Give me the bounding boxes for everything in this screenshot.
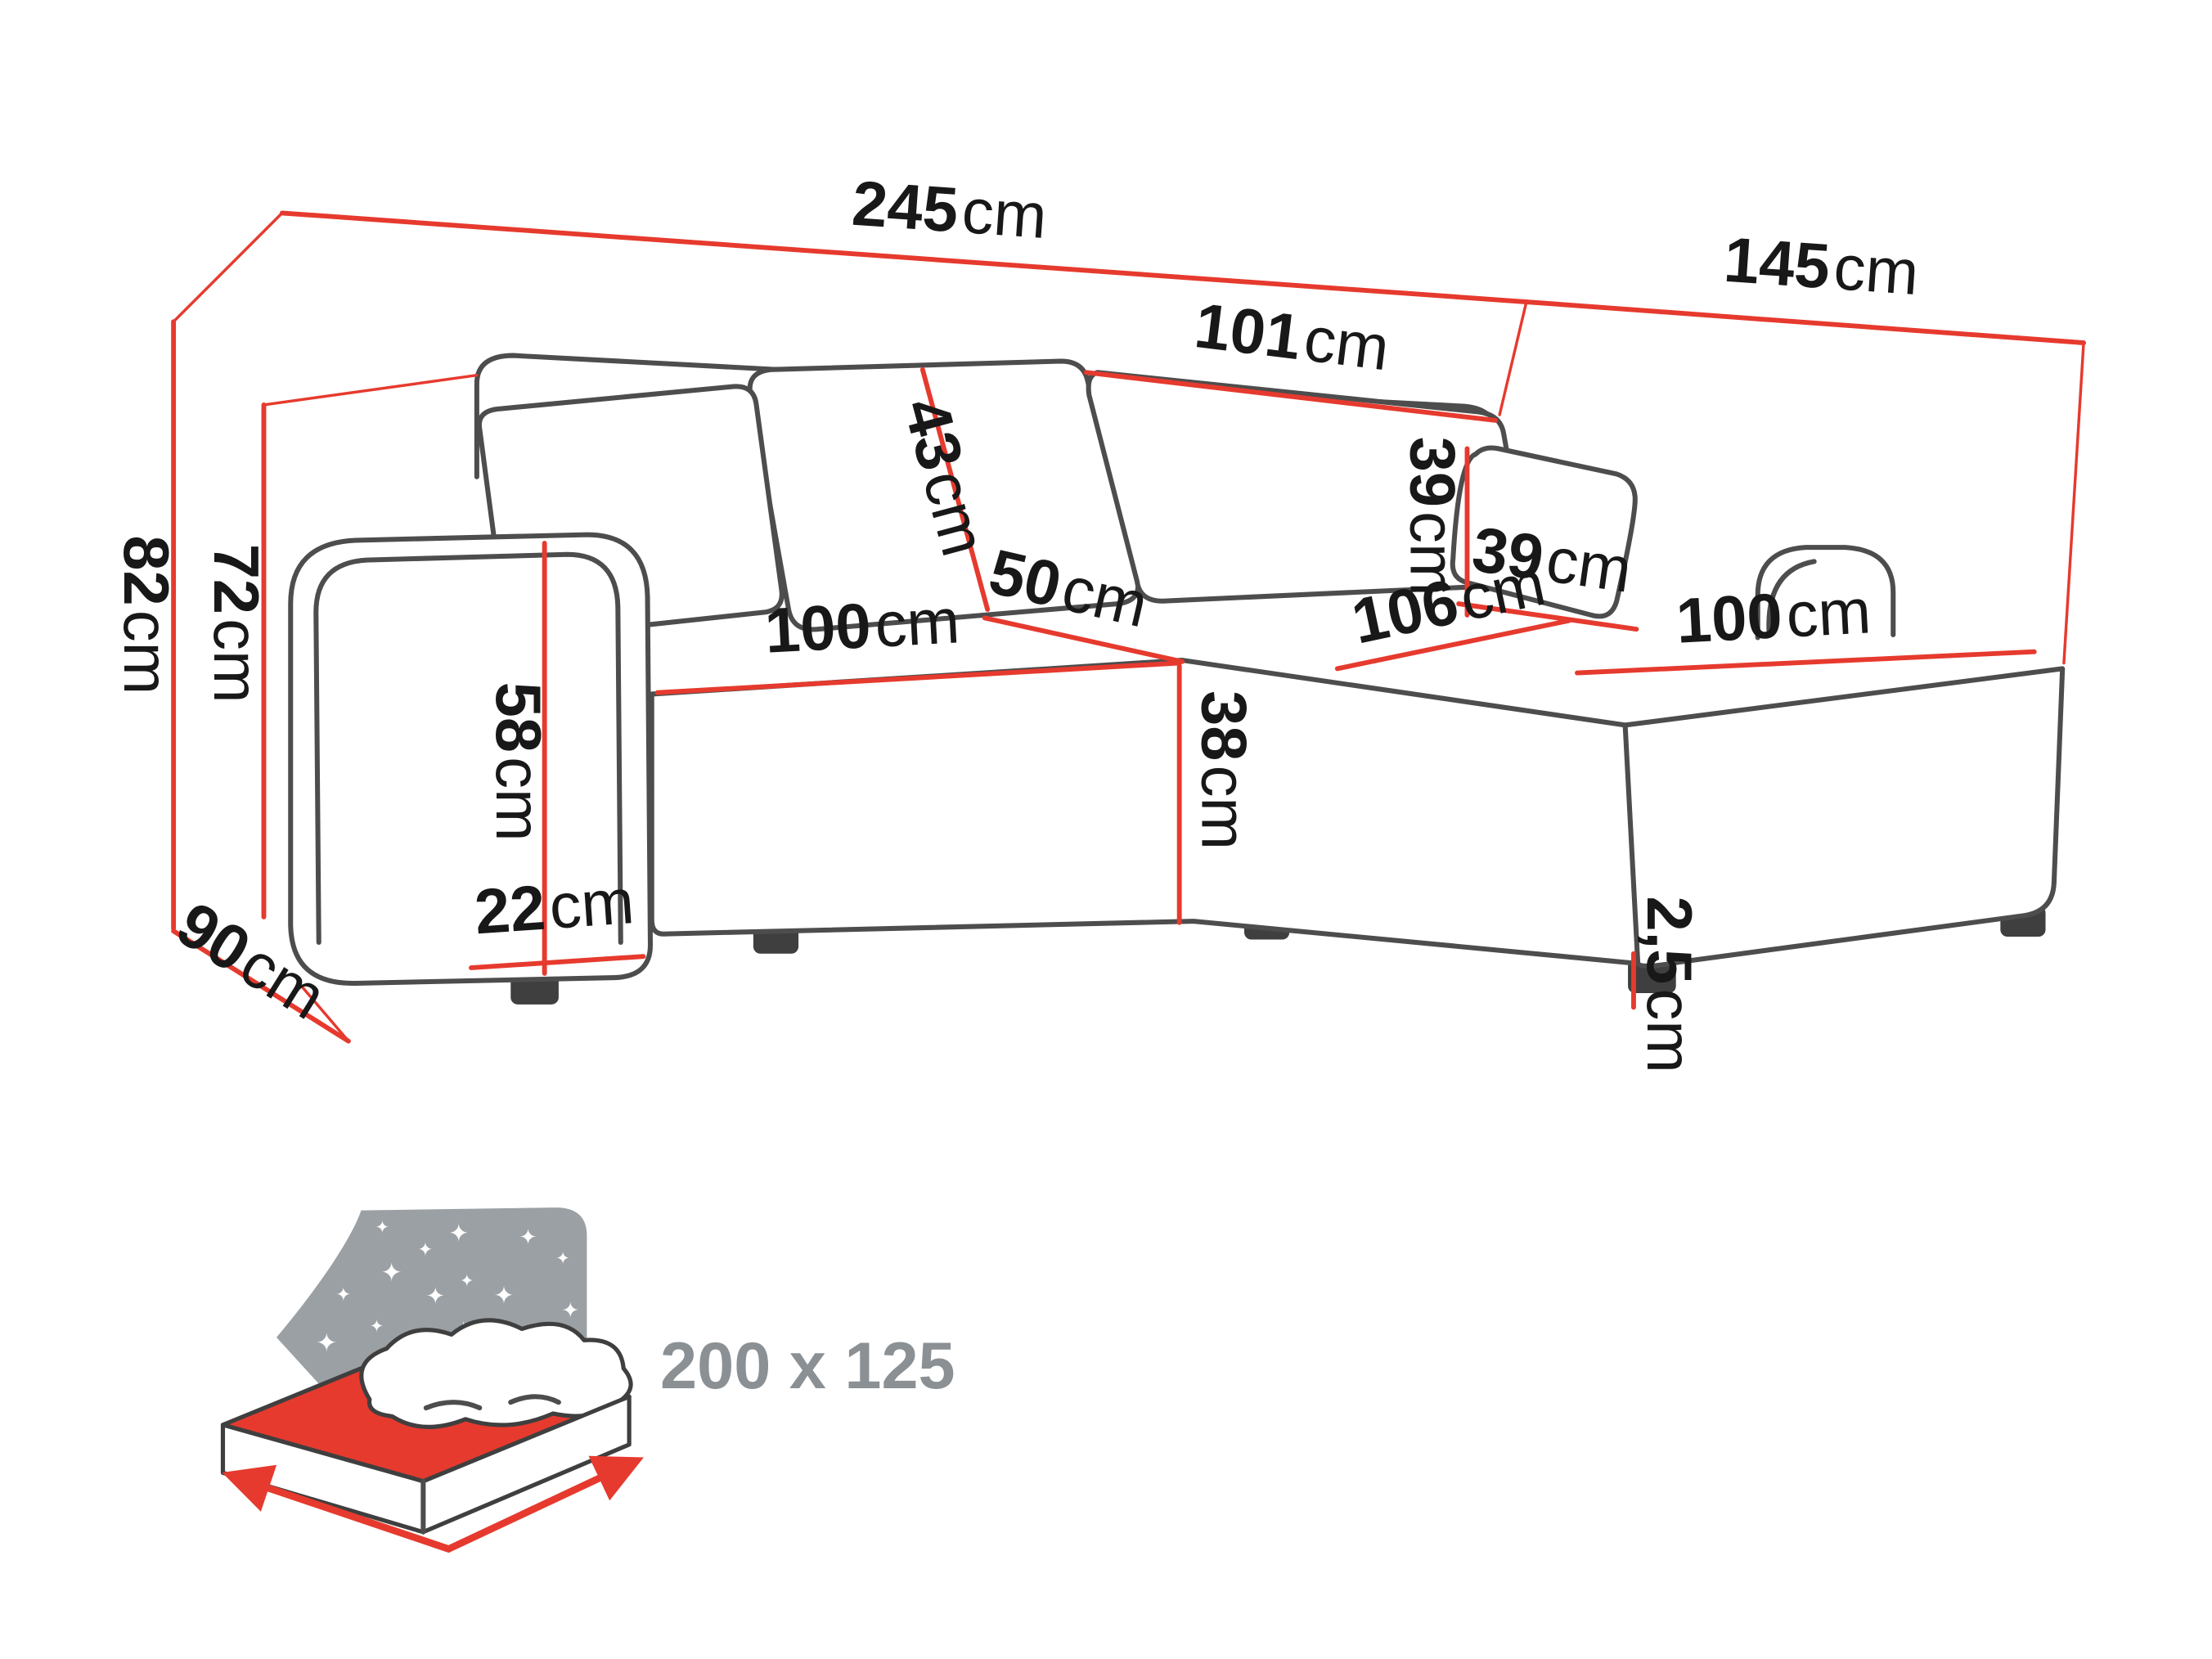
star-icon: ✦ xyxy=(561,1300,579,1323)
width-arrow xyxy=(222,1464,452,1553)
dim-extension-line xyxy=(2062,341,2085,665)
star-icon: ✦ xyxy=(417,1239,433,1260)
dim-label-chaise-width: 100cm xyxy=(1675,576,1873,656)
dim-line-overall-width xyxy=(279,210,1529,304)
sofa-body xyxy=(649,658,2066,969)
star-icon: ✦ xyxy=(370,1317,384,1336)
dim-line-back-section-width xyxy=(1083,370,1498,423)
dim-label-leg-height: 2,5cm xyxy=(1634,896,1704,1072)
sofa-drawing xyxy=(288,353,2066,1005)
dim-label-seat-height: 38cm xyxy=(1188,690,1258,850)
chaise-pillow xyxy=(1450,445,1638,619)
dim-label-pillow-width: 39cm xyxy=(1468,515,1636,606)
dim-label-chaise-length: 106cm xyxy=(1346,548,1551,658)
dim-label-back-section-width: 101cm xyxy=(1191,290,1393,384)
dim-label-seat-depth: 50cm xyxy=(982,537,1153,641)
dim-label-overall-depth: 145cm xyxy=(1722,225,1921,308)
depth-arrow xyxy=(445,1455,644,1553)
dim-extension-line xyxy=(297,982,350,1043)
dim-extension-line xyxy=(262,373,479,407)
star-icon: ✦ xyxy=(460,1272,474,1291)
bedding-fold-line xyxy=(423,1400,483,1411)
dim-line-overall-depth xyxy=(1523,299,2087,345)
star-icon: ✦ xyxy=(448,1221,469,1248)
dim-label-overall-height: 82cm xyxy=(110,535,181,695)
dim-extension-line xyxy=(1498,300,1528,416)
right-arm-roll-contour xyxy=(1766,559,1817,635)
star-icon: ✦ xyxy=(519,1226,537,1249)
dim-line-seat-width xyxy=(654,660,1182,695)
chaise-front-corner-edge xyxy=(1622,722,1641,966)
dim-label-armrest-height: 58cm xyxy=(483,682,553,842)
dim-label-overall-width: 245cm xyxy=(850,169,1049,252)
dim-label-armrest-width: 22cm xyxy=(472,866,636,947)
star-icon: ✦ xyxy=(381,1258,402,1287)
sleeping-area-icon: ✦ ✦ ✦ ✦ ✦ ✦ ✦ ✦ ✦ ✦ ✦ ✦ ✦ ✦ ✦ ✦ ✦ ✦ ✦ ✦ xyxy=(220,1207,955,1553)
bedding-fold-line xyxy=(508,1394,561,1405)
dim-line-backrest-height xyxy=(919,366,991,612)
dim-label-pillow-height: 39cm xyxy=(1396,437,1467,596)
bedding-icon xyxy=(359,1318,633,1429)
star-icon: ✦ xyxy=(494,1282,515,1309)
star-icon: ✦ xyxy=(335,1284,351,1305)
star-icon: ✦ xyxy=(304,1230,323,1255)
left-armrest-contour xyxy=(313,551,623,945)
dimension-lines xyxy=(171,210,2087,1044)
left-armrest xyxy=(288,532,654,986)
dim-line-pillow-width xyxy=(1456,601,1639,632)
dim-label-backrest-height: 43cm xyxy=(890,391,1000,564)
star-icon: ✦ xyxy=(316,1329,337,1357)
dim-line-chaise-length xyxy=(1334,618,1571,672)
star-icon: ✦ xyxy=(555,1249,569,1268)
dim-extension-line xyxy=(172,211,284,323)
dim-line-armrest-width xyxy=(469,954,646,970)
star-icon: ✦ xyxy=(375,1218,389,1237)
sleeping-area-label: 200 x 125 xyxy=(660,1329,955,1403)
star-icon: ✦ xyxy=(426,1283,445,1308)
dim-label-back-height: 72cm xyxy=(200,544,271,704)
back-cushion-left xyxy=(747,358,1141,632)
dim-line-end-depth xyxy=(171,928,351,1044)
dim-line-chaise-width xyxy=(1575,649,2037,676)
dim-line-seat-depth xyxy=(982,615,1185,664)
sofa-leg xyxy=(1628,959,1676,994)
dim-label-seat-width: 100cm xyxy=(763,586,961,666)
